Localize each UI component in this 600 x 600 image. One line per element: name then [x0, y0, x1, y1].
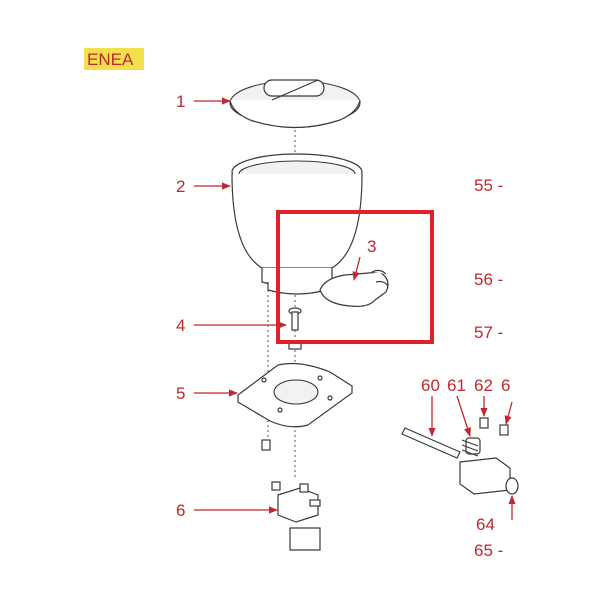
base-plate-part	[236, 362, 354, 428]
rod-assembly-part	[401, 417, 519, 495]
part-label-2: 2	[176, 177, 185, 196]
part-label-5: 5	[176, 384, 185, 403]
part-label-57: 57 -	[474, 323, 503, 342]
highlight-box	[276, 210, 434, 344]
part-label-56: 56 -	[474, 270, 503, 289]
part-label-62: 62	[474, 376, 493, 395]
hopper-bowl-part	[231, 153, 363, 295]
part-label-60: 60	[421, 376, 440, 395]
brand-label: ENEA	[87, 50, 134, 69]
part-label-4: 4	[176, 316, 185, 335]
part-label-64: 64	[476, 515, 495, 534]
part-label-3: 3	[367, 237, 376, 256]
hopper-lid-part	[229, 79, 361, 129]
part-label-61: 61	[447, 376, 466, 395]
screw-part	[261, 439, 271, 451]
part-label-63: 6	[501, 376, 510, 395]
part-label-6: 6	[176, 501, 185, 520]
part-label-65: 65 -	[474, 541, 503, 560]
switch-bracket-part	[271, 481, 321, 551]
shutter-plate-part	[319, 269, 389, 307]
part-label-1: 1	[176, 92, 185, 111]
brand-badge: ENEA	[84, 48, 144, 70]
part-label-55: 55 -	[474, 176, 503, 195]
